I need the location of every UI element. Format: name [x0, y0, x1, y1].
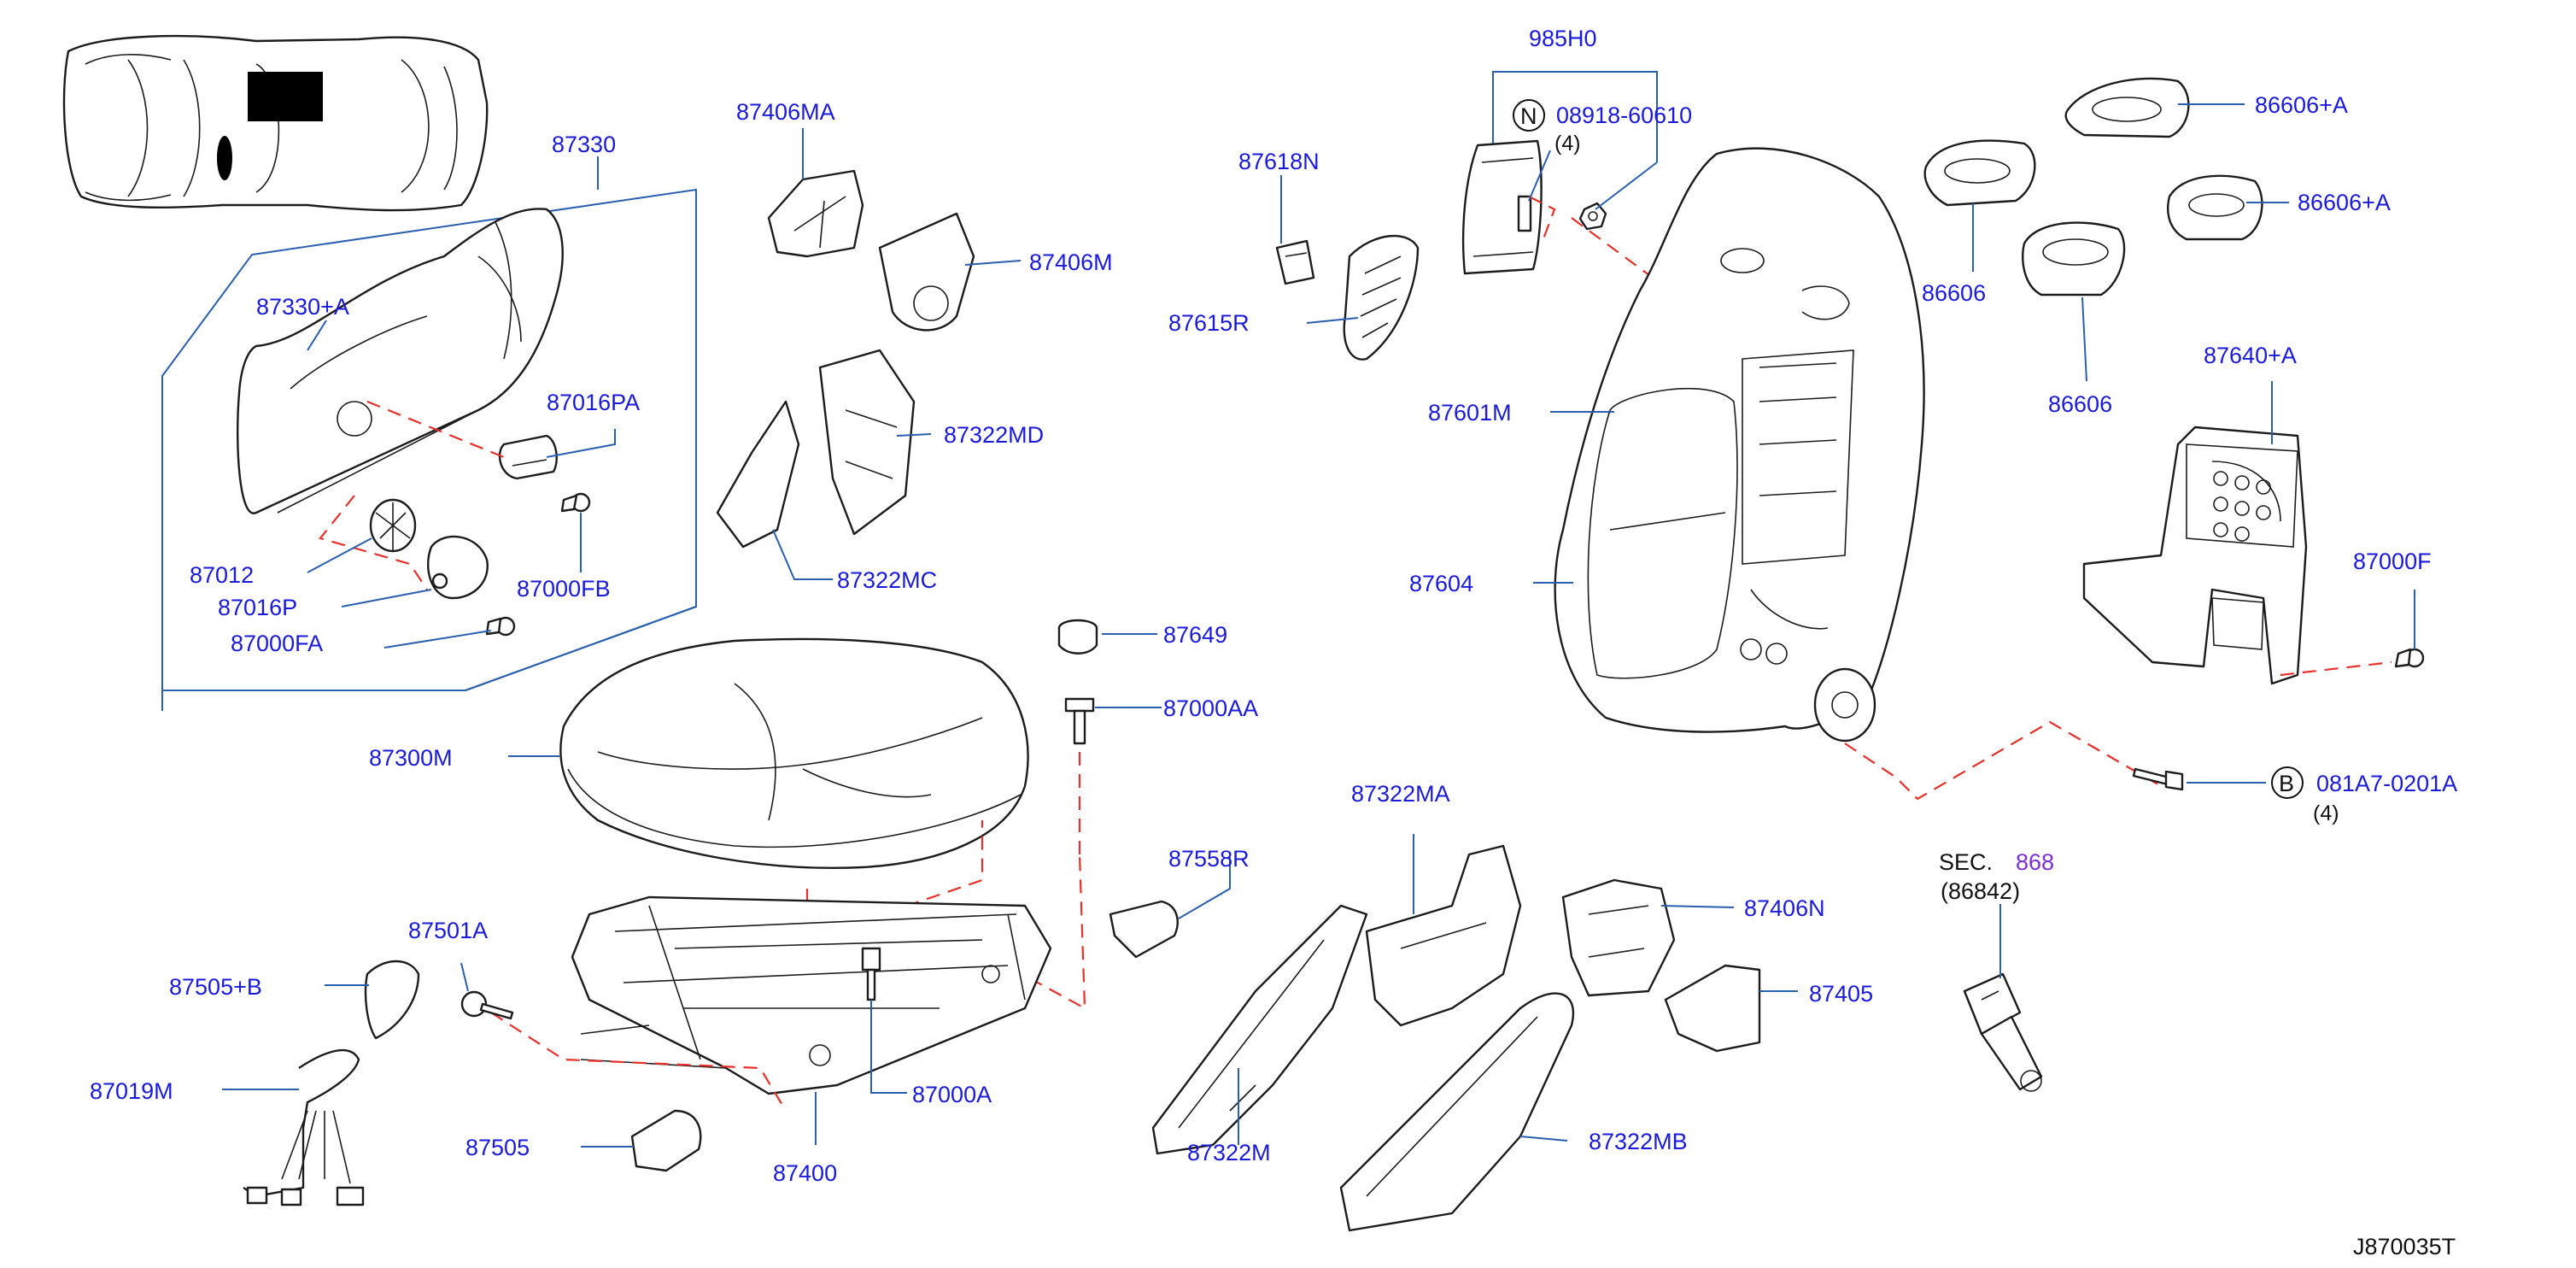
cover-87405 [1664, 964, 1761, 1053]
seatback-cover-87601M [1554, 147, 1925, 733]
section-link[interactable]: 868 [2016, 849, 2054, 875]
guide-86606A-1 [2064, 77, 2190, 138]
trim-87322M [1151, 904, 1368, 1155]
leader-lines [222, 103, 2415, 1148]
label-87300M: 87300M [369, 745, 453, 771]
label-08918-qty: (4) [1554, 132, 1581, 156]
seatbelt-buckle [1963, 972, 2043, 1092]
label-87505B: 87505+B [169, 974, 262, 1000]
seatback-handle-parts [1275, 234, 1420, 361]
nut-08918-60610 [1578, 202, 1607, 231]
label-87604: 87604 [1409, 571, 1473, 596]
label-87400: 87400 [773, 1160, 837, 1186]
label-87615R: 87615R [1168, 310, 1250, 336]
recliner-cover-knob [427, 535, 489, 600]
n-symbol-icon: N [1513, 99, 1545, 132]
trim-87322MB [1339, 992, 1575, 1232]
clip-87000FB [560, 492, 591, 513]
label-87019M: 87019M [90, 1078, 173, 1104]
seat-cushion-assembly [490, 637, 1086, 1112]
side-airbag-module-group [1461, 71, 1658, 279]
handle-87615R [1343, 234, 1420, 361]
label-86606A-2: 86606+A [2298, 190, 2391, 215]
seat-frame-87400 [571, 895, 1052, 1095]
label-87000AA: 87000AA [1163, 696, 1258, 721]
section-subref: (86842) [1941, 878, 2020, 904]
label-87601M: 87601M [1428, 400, 1512, 426]
label-87322MD: 87322MD [944, 422, 1044, 448]
vehicle-locator-icon [62, 34, 489, 212]
bezel-87618N [1275, 239, 1315, 285]
recliner-knob [369, 498, 417, 553]
label-87558R: 87558R [1168, 846, 1250, 872]
label-86606-1: 86606 [1922, 280, 1986, 306]
label-86606A-1: 86606+A [2255, 92, 2348, 118]
guide-86606-1 [1923, 139, 2036, 207]
label-87012: 87012 [190, 562, 254, 588]
label-87501A: 87501A [408, 918, 488, 943]
label-08918-60610: 08918-60610 [1556, 103, 1692, 128]
label-87000FB: 87000FB [517, 576, 611, 602]
cover-87406N [1561, 878, 1676, 997]
label-87640A: 87640+A [2204, 343, 2297, 368]
label-87405: 87405 [1809, 981, 1873, 1007]
bolt-87000A [861, 947, 881, 1001]
guide-86606A-2 [2167, 174, 2263, 241]
section-prefix: SEC. [1939, 849, 1993, 875]
side-trim-parts [1151, 844, 1761, 1232]
diagram-code: J870035T [2353, 1234, 2456, 1259]
label-985H0: 985H0 [1529, 26, 1597, 51]
hinge-cover-87322MC [716, 400, 800, 549]
seat-hinge-cover-parts [716, 169, 975, 549]
bolt-87501A [460, 990, 514, 1020]
label-081A7-qty: (4) [2313, 801, 2339, 825]
seatback-board-87640A [2082, 426, 2425, 685]
seatback-side-trim [237, 208, 564, 514]
airbag-module [1461, 139, 1543, 275]
cap-87649 [1057, 619, 1098, 655]
label-87322MB: 87322MB [1589, 1129, 1688, 1154]
label-87016P: 87016P [218, 595, 297, 620]
headrest-guides [1923, 77, 2263, 296]
label-87618N: 87618N [1238, 149, 1320, 174]
label-87406M: 87406M [1029, 249, 1113, 275]
b-symbol-icon: B [2271, 766, 2304, 799]
bolt-081A7 [2132, 767, 2184, 791]
label-87016PA: 87016PA [547, 390, 640, 415]
label-87505: 87505 [465, 1135, 530, 1160]
cushion-87300M [559, 637, 1029, 869]
svg-text:B: B [2279, 771, 2294, 796]
lower-side-parts [243, 960, 702, 1206]
cover-87505B [364, 960, 420, 1040]
label-87000FA: 87000FA [231, 631, 323, 656]
clip-87000FA [485, 616, 516, 637]
label-87322MA: 87322MA [1351, 781, 1450, 807]
hinge-cover-87322MD [818, 349, 916, 536]
recliner-disc [1813, 667, 1876, 743]
guide-86606-2 [2022, 221, 2126, 296]
cover-87558R [1109, 900, 1179, 959]
seatback-assembly [1554, 147, 2162, 801]
label-87322MC: 87322MC [837, 567, 937, 593]
cover-87505 [630, 1109, 702, 1172]
hinge-cover-87406MA [767, 169, 864, 258]
label-87000F: 87000F [2353, 549, 2432, 574]
label-87406N: 87406N [1744, 895, 1825, 921]
label-87649: 87649 [1163, 622, 1227, 648]
hinge-cover-87406M [878, 212, 975, 332]
label-86606-2: 86606 [2048, 391, 2112, 417]
label-87406MA: 87406MA [736, 99, 835, 125]
label-87330A: 87330+A [256, 294, 349, 320]
harness-87019M [243, 1048, 360, 1198]
label-87330: 87330 [552, 132, 616, 157]
bolt-87000AA [1064, 697, 1095, 854]
seatback-side-trim-group [161, 188, 697, 711]
clip-87000F [2394, 648, 2425, 668]
label-87322M: 87322M [1187, 1140, 1271, 1165]
label-87000A: 87000A [912, 1082, 992, 1107]
svg-text:N: N [1520, 103, 1537, 129]
callout-labels: 87330 87330+A 87016PA 87012 87016P 87000… [90, 26, 2457, 1259]
label-081A7-0201A: 081A7-0201A [2316, 771, 2457, 796]
